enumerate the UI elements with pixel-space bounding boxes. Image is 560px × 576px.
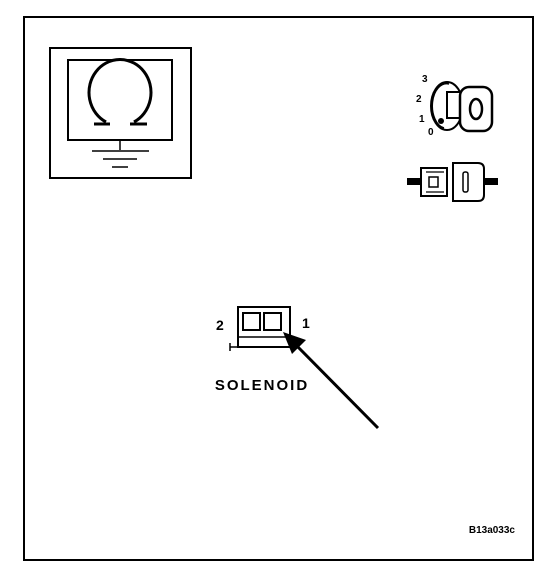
ignition-position-3: 3 — [422, 74, 428, 85]
ignition-position-1: 1 — [419, 114, 425, 125]
connector-pin-2-label: 2 — [216, 317, 224, 333]
connector-pin-1-label: 1 — [302, 315, 310, 331]
ignition-position-2: 2 — [416, 94, 422, 105]
ignition-position-0: 0 — [428, 127, 434, 138]
connector-plug-icon — [407, 162, 498, 202]
ohmmeter-icon — [49, 47, 192, 179]
diagram-frame — [23, 16, 534, 561]
solenoid-connector-icon — [229, 306, 291, 351]
component-label: SOLENOID — [215, 377, 309, 394]
figure-code: B13a033c — [469, 525, 516, 536]
ignition-key-icon: 3 2 1 0 — [416, 74, 494, 138]
arrow-icon — [283, 332, 380, 430]
